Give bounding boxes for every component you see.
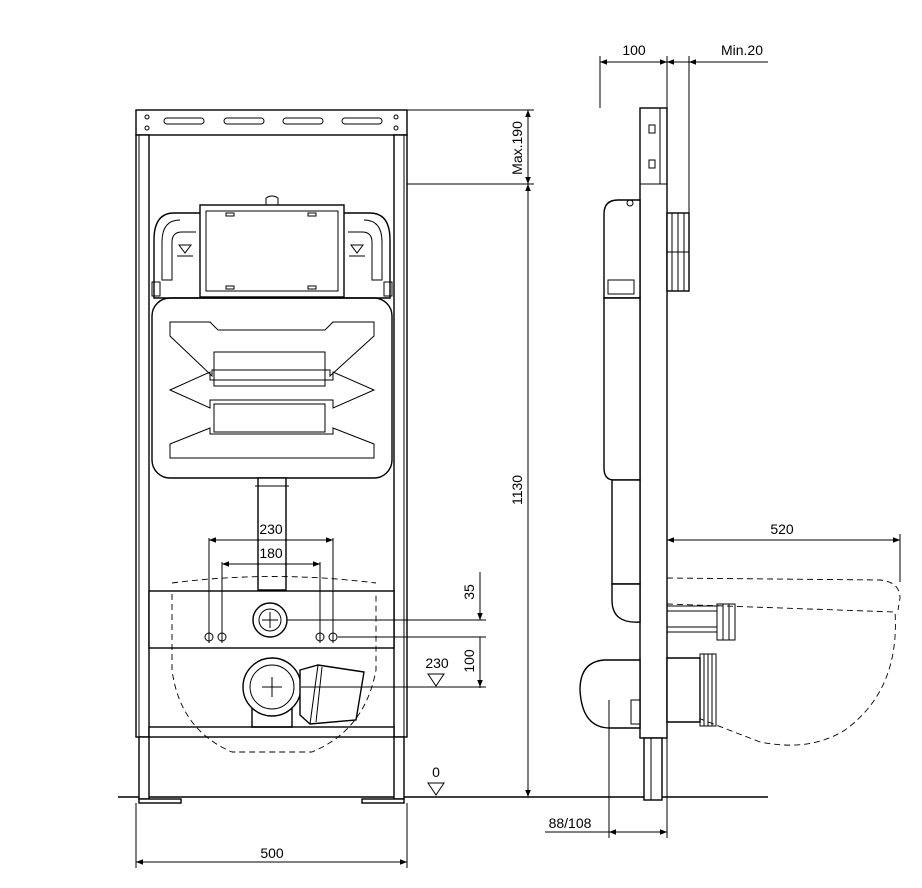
level-mark-icon [177,244,193,257]
dim-label-pipe-spacing: 100 [461,649,477,673]
cistern-body [151,297,393,479]
side-frame [639,107,668,739]
cistern-head [151,195,393,299]
flush-pipe [257,477,287,591]
dim-label-width: 500 [260,845,284,861]
top-rail [135,109,408,136]
front-view: 500 230 180 35 100 230 [118,109,768,868]
dim-width: 500 [135,803,408,868]
left-upright [135,134,150,738]
dim-label-inlet-height: 230 [425,655,449,671]
dim-label-bowl-length: 520 [770,521,794,537]
right-upright [393,134,408,738]
bottom-rail [148,726,395,738]
dim-pipe-offsets: 35 100 [287,572,486,688]
inlet-connector [252,602,288,638]
dim-bowl-length: 520 [667,521,901,582]
dim-label-outlet-offset: 88/108 [549,815,592,831]
dim-label-pipe-offset: 35 [461,584,477,600]
side-leg [643,737,663,801]
dim-label-bolt-inner: 180 [259,545,283,561]
left-foot [138,798,182,804]
dim-height: Max.190 1130 [407,109,534,797]
toilet-bowl-outline-front [171,576,377,753]
side-view: 100 Min.20 520 88/108 [545,42,901,838]
drain-elbow-side [579,653,717,729]
left-leg [138,736,150,800]
top-rail-slots [144,114,399,131]
drain-outlet [242,657,365,728]
level-marker-floor: 0 [427,764,445,796]
dim-label-total-height: 1130 [509,475,525,505]
right-foot [361,798,405,804]
dim-depth: 100 Min.20 [599,42,768,213]
side-pipes [666,603,736,641]
level-marker-inlet: 230 [425,655,449,687]
flush-plate-opening [199,204,345,298]
dim-label-floor: 0 [432,764,440,780]
right-leg [393,736,405,800]
dim-label-depth: 100 [622,42,646,58]
dim-bolt-spacing: 230 180 [208,521,334,643]
dim-label-min-gap: Min.20 [721,42,763,58]
level-mark-icon [349,244,365,257]
toilet-bowl-outline-side [666,577,901,746]
dim-label-bolt-outer: 230 [259,521,283,537]
flush-button-sleeve [666,212,690,292]
cistern-side [603,199,641,623]
dim-label-max-top: Max.190 [509,121,525,175]
dim-outlet-offset: 88/108 [545,700,668,838]
